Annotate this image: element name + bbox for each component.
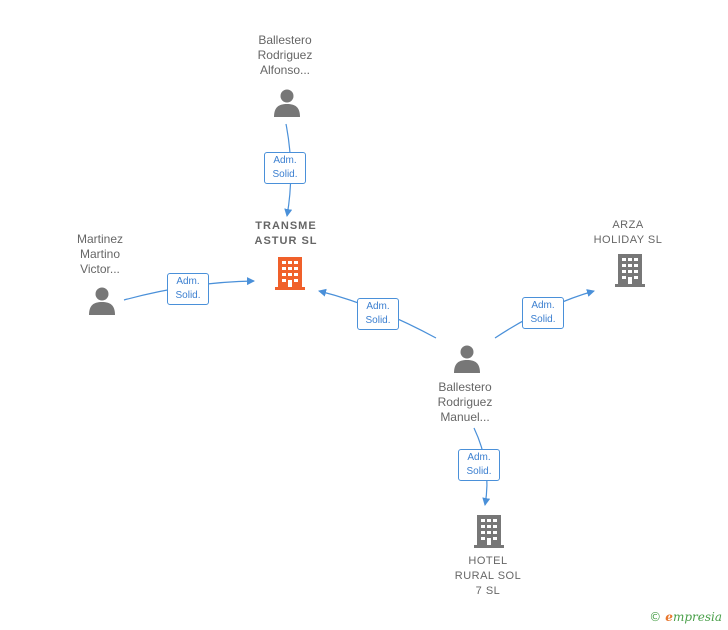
- edge-label-manuel-arza[interactable]: Adm. Solid.: [522, 297, 564, 329]
- edge-label-line: Adm.: [531, 300, 555, 311]
- node-label-victor[interactable]: Martinez Martino Victor...: [50, 232, 150, 277]
- node-label-line: HOLIDAY SL: [593, 234, 663, 246]
- building-icon[interactable]: [274, 256, 306, 290]
- node-label-line: Ballestero: [258, 33, 312, 47]
- node-label-line: Victor...: [80, 262, 120, 276]
- person-icon[interactable]: [87, 286, 117, 316]
- node-label-line: ASTUR SL: [254, 235, 318, 247]
- edge-label-manuel-transme[interactable]: Adm. Solid.: [357, 298, 399, 330]
- person-icon[interactable]: [452, 344, 482, 374]
- brand-logo: ©empresia: [649, 610, 722, 624]
- node-label-line: HOTEL: [468, 555, 508, 567]
- edge-label-line: Solid.: [466, 466, 492, 477]
- edge-label-victor-transme[interactable]: Adm. Solid.: [167, 273, 209, 305]
- brand-initial: e: [665, 610, 673, 624]
- person-icon[interactable]: [272, 88, 302, 118]
- node-label-line: Rodriguez: [257, 48, 313, 62]
- edge-label-alfonso-transme[interactable]: Adm. Solid.: [264, 152, 306, 184]
- brand-name: mpresia: [672, 610, 722, 624]
- node-label-line: Ballestero: [438, 380, 492, 394]
- node-label-line: ARZA: [612, 219, 644, 231]
- edge-label-line: Adm.: [366, 301, 390, 312]
- edge-label-line: Solid.: [175, 290, 201, 301]
- edge-label-line: Solid.: [272, 169, 298, 180]
- edge-label-line: Adm.: [273, 155, 297, 166]
- edge-label-line: Adm.: [467, 452, 491, 463]
- node-label-alfonso[interactable]: Ballestero Rodriguez Alfonso...: [235, 33, 335, 78]
- edge-label-line: Solid.: [365, 315, 391, 326]
- node-label-line: Martino: [79, 247, 120, 261]
- node-label-line: RURAL SOL: [454, 570, 522, 582]
- node-label-arza[interactable]: ARZA HOLIDAY SL: [578, 218, 678, 248]
- node-label-manuel[interactable]: Ballestero Rodriguez Manuel...: [415, 380, 515, 425]
- node-label-hotel[interactable]: HOTEL RURAL SOL 7 SL: [438, 554, 538, 599]
- copyright-icon: ©: [649, 610, 662, 624]
- edge-label-line: Adm.: [176, 276, 200, 287]
- node-label-line: Martinez: [76, 232, 123, 246]
- building-icon[interactable]: [614, 253, 646, 287]
- node-label-line: 7 SL: [475, 585, 501, 597]
- node-label-line: TRANSME: [255, 220, 317, 232]
- node-label-line: Manuel...: [440, 410, 490, 424]
- building-icon[interactable]: [473, 514, 505, 548]
- edge-label-line: Solid.: [530, 314, 556, 325]
- edge-label-manuel-hotel[interactable]: Adm. Solid.: [458, 449, 500, 481]
- node-label-transme[interactable]: TRANSME ASTUR SL: [236, 219, 336, 249]
- node-label-line: Rodriguez: [437, 395, 493, 409]
- node-label-line: Alfonso...: [259, 63, 311, 77]
